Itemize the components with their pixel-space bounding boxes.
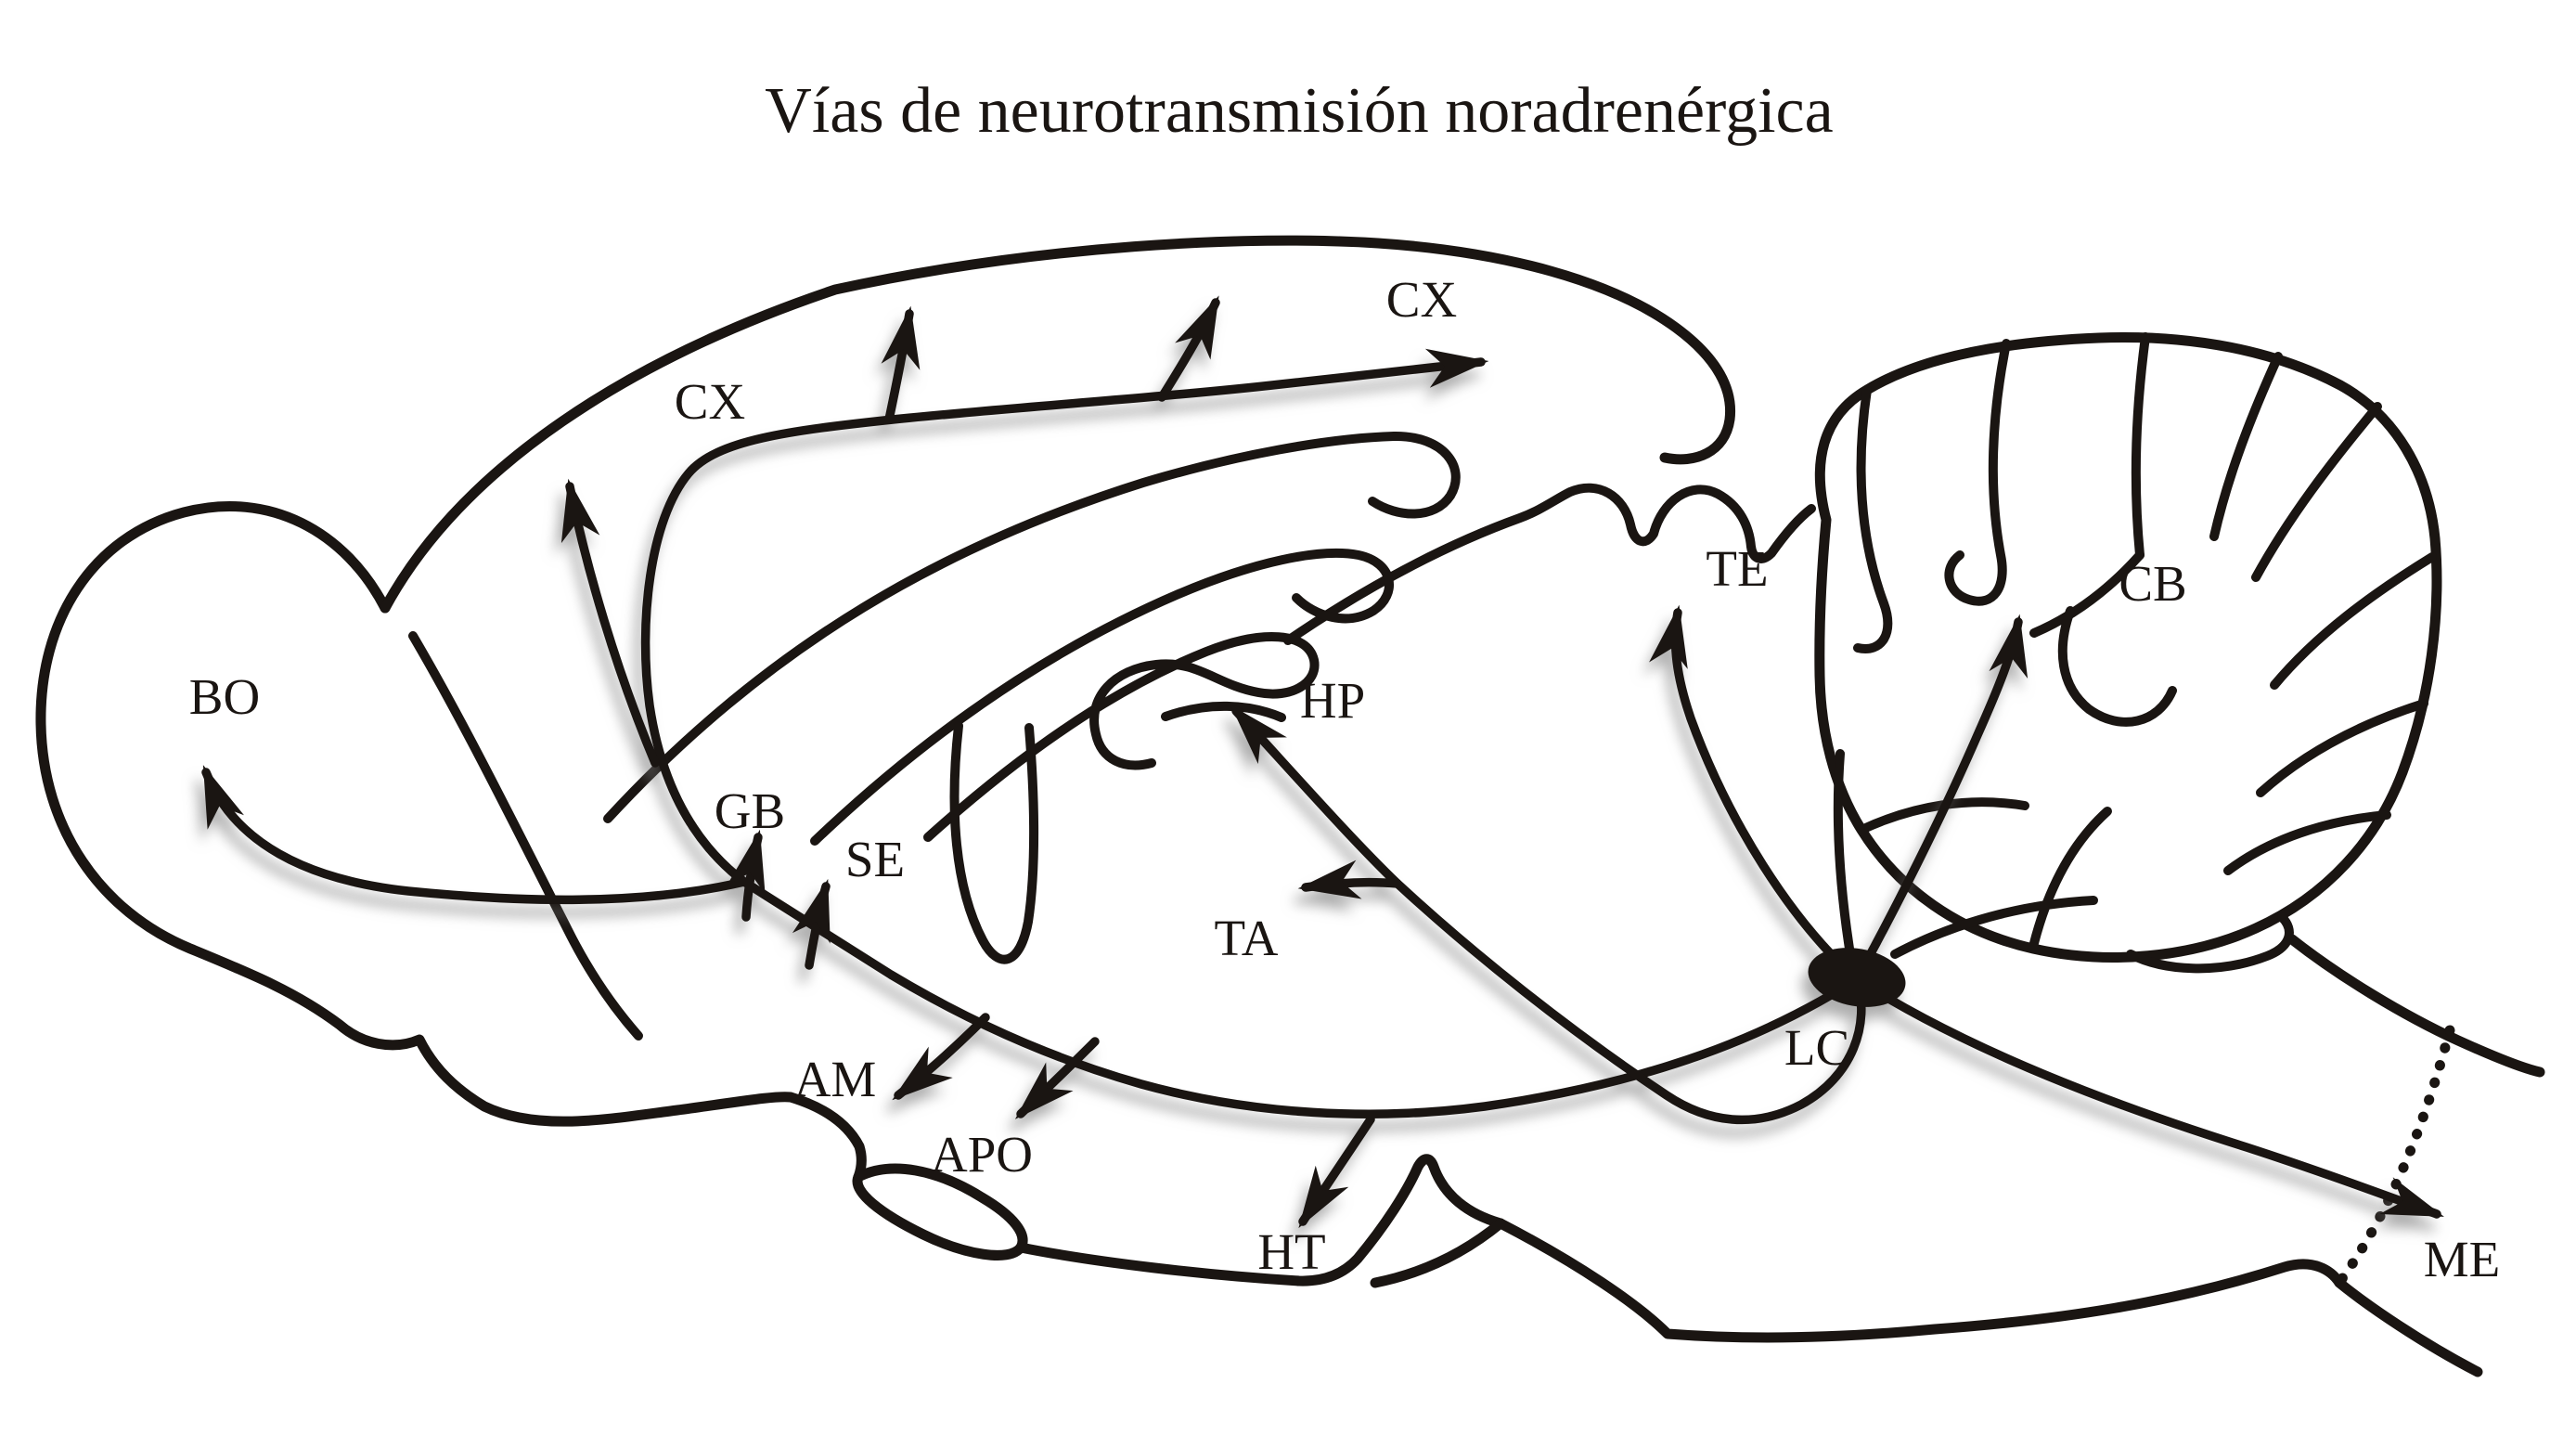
cerebellar-peduncle-line bbox=[1890, 896, 2098, 959]
pathway-cortex-branch-arrow bbox=[1157, 295, 1220, 402]
pathway-me-arrow bbox=[1852, 975, 2444, 1219]
olfactory-bulb-outline bbox=[35, 500, 867, 1183]
label-ta: TA bbox=[1215, 910, 1279, 966]
tectum-outline bbox=[1283, 483, 1816, 645]
pathway-bo-arrow bbox=[201, 765, 749, 905]
hippocampus-inner-line bbox=[1161, 701, 1286, 722]
label-hp: HP bbox=[1300, 672, 1365, 729]
label-cx-right: CX bbox=[1386, 271, 1457, 328]
pathway-hp-arrow bbox=[1230, 705, 1866, 1125]
label-ht: HT bbox=[1257, 1223, 1325, 1280]
hippocampus-spiral bbox=[923, 632, 1320, 842]
pathway-frontal-cortex-arrow bbox=[560, 478, 660, 768]
pathway-se-arrow bbox=[792, 878, 831, 970]
pathway-gb-arrow bbox=[727, 829, 766, 922]
pathway-arrows-group bbox=[201, 295, 2444, 1229]
cerebellum-folium-line bbox=[2131, 332, 2150, 560]
label-cb: CB bbox=[2119, 555, 2186, 612]
cortex-outline bbox=[380, 235, 1736, 614]
labels-group: Vías de neurotransmisión noradrenérgica … bbox=[189, 75, 2500, 1287]
spinal-cord-dorsal-outline bbox=[2286, 934, 2545, 1078]
label-bo: BO bbox=[189, 668, 260, 725]
label-apo: APO bbox=[931, 1126, 1033, 1183]
pathway-cb-arrow bbox=[1852, 614, 2029, 984]
brain-outline-group bbox=[35, 235, 2545, 1377]
cerebellum-folium-line bbox=[1944, 339, 2011, 606]
pathway-am-arrow bbox=[892, 1013, 990, 1101]
cerebellum-folium-line bbox=[2126, 912, 2294, 974]
pathway-ta-arrow bbox=[1297, 860, 1402, 899]
cerebellum-folium-line bbox=[2256, 699, 2428, 797]
cerebellum-folium-line bbox=[2057, 606, 2177, 727]
pathway-cortex-branch-arrow bbox=[881, 305, 921, 424]
pituitary-fold-line bbox=[1370, 1218, 1506, 1288]
cerebellum-folium-line bbox=[2029, 807, 2112, 951]
rhinal-fissure-line bbox=[408, 631, 643, 1041]
ventral-outline bbox=[1015, 1154, 2483, 1377]
cerebellum-folium-line bbox=[2223, 810, 2391, 875]
cerebellum-folium-line bbox=[2251, 402, 2382, 582]
corpus-callosum bbox=[603, 431, 1461, 823]
cerebellum-folium-line bbox=[2270, 552, 2437, 690]
cerebellum-outline bbox=[1814, 331, 2442, 963]
label-lc: LC bbox=[1784, 1019, 1849, 1076]
pathway-te-arrow bbox=[1649, 604, 1861, 984]
label-te: TE bbox=[1706, 540, 1768, 597]
pathway-dorsal-bundle-to-cortex-arrow bbox=[640, 348, 1861, 1118]
locus-coeruleus-node bbox=[1808, 948, 1906, 1007]
cerebellum-folium-line bbox=[2209, 352, 2283, 541]
fornix-loop bbox=[949, 721, 1039, 964]
dashed-section-line bbox=[2336, 1025, 2455, 1286]
diagram-title: Vías de neurotransmisión noradrenérgica bbox=[765, 75, 1833, 147]
hippocampus-outer bbox=[810, 549, 1394, 846]
brainstem-line bbox=[1833, 749, 1854, 953]
cerebellum-folium-line bbox=[2029, 550, 2145, 638]
label-se: SE bbox=[845, 831, 905, 887]
label-gb: GB bbox=[715, 782, 785, 839]
label-cx-left: CX bbox=[675, 373, 745, 430]
pathway-apo-arrow bbox=[1014, 1037, 1100, 1119]
pathway-ht-arrow bbox=[1298, 1115, 1375, 1229]
cerebellum-folium-line bbox=[1853, 385, 1893, 653]
label-me: ME bbox=[2424, 1231, 2501, 1287]
label-am: AM bbox=[794, 1051, 877, 1107]
